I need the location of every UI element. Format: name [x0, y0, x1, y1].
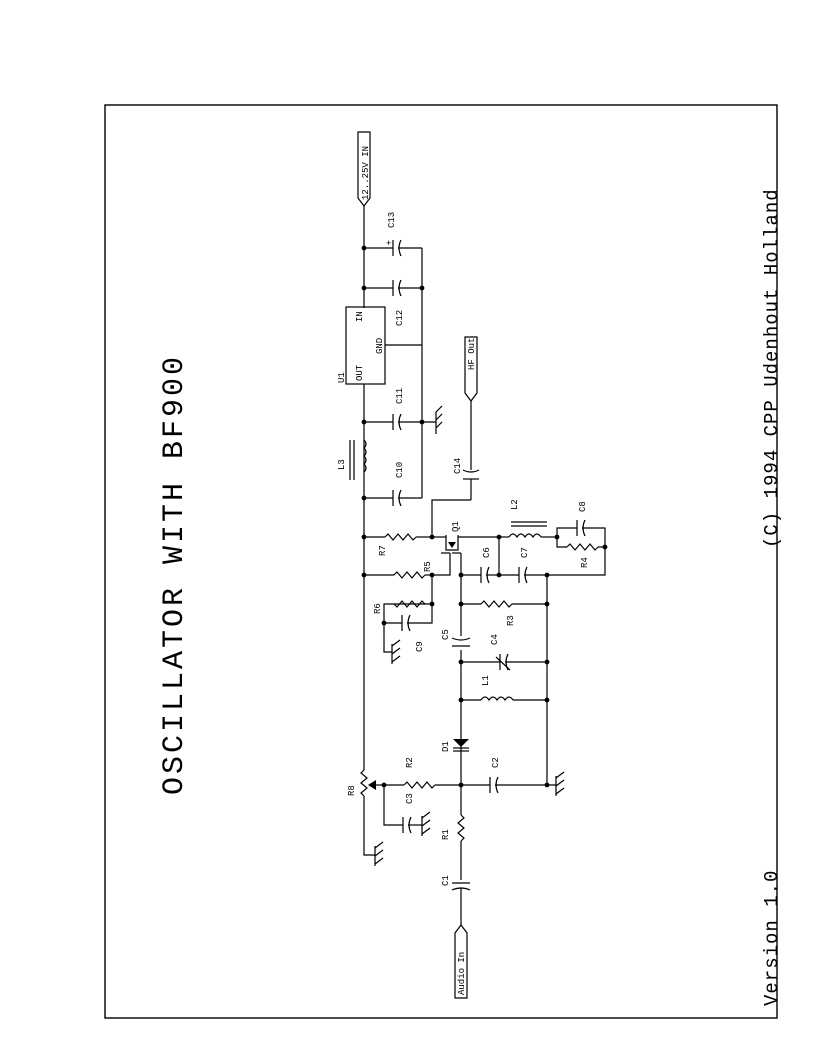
ground-symbol: [435, 405, 443, 434]
inductor-l2: L2: [499, 499, 557, 539]
svg-text:C13: C13: [387, 212, 397, 228]
capacitor-c4: C4: [461, 634, 547, 671]
resistor-r4: R4: [556, 537, 605, 568]
capacitor-c14: C14: [453, 458, 480, 500]
svg-text:L2: L2: [510, 499, 520, 510]
svg-text:12..25V IN: 12..25V IN: [361, 146, 371, 200]
port-audio-in: Audio In: [454, 924, 468, 999]
svg-text:R7: R7: [378, 545, 388, 556]
resistor-r3: R3: [461, 600, 547, 626]
svg-text:HF Out: HF Out: [467, 338, 477, 370]
port-hf-out: HF Out: [464, 336, 478, 470]
diode-d1: D1: [441, 739, 469, 752]
svg-text:C2: C2: [491, 757, 501, 768]
capacitor-c13: + C13: [364, 212, 422, 257]
svg-text:R8: R8: [347, 785, 357, 796]
ground-symbol: [391, 639, 401, 664]
capacitor-c8: C8: [556, 501, 606, 547]
capacitor-c3: C3: [383, 785, 422, 834]
svg-text:R1: R1: [441, 829, 451, 840]
resistor-r5: R5: [364, 561, 433, 579]
resistor-r1: R1: [441, 785, 465, 880]
svg-text:C8: C8: [578, 501, 588, 512]
regulator-u1: IN GND OUT U1: [337, 306, 422, 385]
svg-text:C10: C10: [395, 462, 405, 478]
schematic-title: OSCILLATOR WITH BF900: [158, 354, 192, 795]
sheet-border: [104, 104, 778, 1019]
svg-text:Q1: Q1: [451, 521, 461, 532]
svg-text:C14: C14: [453, 458, 463, 474]
capacitor-c7: C7: [499, 547, 547, 584]
svg-text:L1: L1: [481, 675, 491, 686]
svg-text:R2: R2: [405, 757, 415, 768]
ground-symbol: [421, 811, 431, 836]
svg-text:C7: C7: [520, 547, 530, 558]
svg-text:R6: R6: [373, 603, 383, 614]
resistor-r6: R6: [373, 600, 432, 623]
port-power-in: 12..25V IN: [357, 131, 371, 250]
version-label: Version 1.0: [761, 870, 783, 1006]
svg-text:C3: C3: [405, 793, 415, 804]
ground-symbol: [374, 841, 384, 866]
svg-text:C11: C11: [395, 388, 405, 404]
svg-text:U1: U1: [337, 372, 347, 383]
capacitor-c9: C9: [384, 604, 433, 652]
svg-text:C1: C1: [441, 875, 451, 886]
svg-text:C6: C6: [482, 547, 492, 558]
resistor-r2: R2: [384, 757, 461, 789]
svg-text:D1: D1: [441, 741, 451, 752]
inductor-l3: L3: [337, 439, 367, 480]
capacitor-c12: C12: [364, 279, 422, 326]
svg-text:IN: IN: [355, 311, 365, 322]
copyright-label: (C) 1994 CPP Udenhout Holland: [761, 188, 783, 548]
svg-text:L3: L3: [337, 459, 347, 470]
capacitor-c10: C10: [364, 462, 422, 507]
capacitor-c6: C6: [461, 547, 499, 584]
svg-text:+: +: [386, 239, 391, 249]
svg-text:C9: C9: [415, 641, 425, 652]
resistor-r7: R7: [364, 533, 432, 556]
potentiometer-r8: R8: [347, 769, 384, 856]
capacitor-c1: C1: [441, 875, 471, 925]
capacitor-c11: C11: [364, 388, 436, 431]
svg-text:Audio In: Audio In: [457, 952, 467, 995]
svg-text:R4: R4: [580, 557, 590, 568]
capacitor-c2: C2: [461, 757, 556, 794]
inductor-l1: L1: [461, 675, 547, 702]
svg-text:OUT: OUT: [355, 364, 365, 381]
svg-text:C5: C5: [441, 629, 451, 640]
svg-text:R5: R5: [423, 561, 433, 572]
svg-text:GND: GND: [375, 338, 385, 354]
svg-text:C4: C4: [490, 634, 500, 645]
svg-text:C12: C12: [395, 310, 405, 326]
svg-text:R3: R3: [506, 615, 516, 626]
ground-symbol: [555, 771, 565, 796]
capacitor-c5: C5: [441, 629, 471, 650]
